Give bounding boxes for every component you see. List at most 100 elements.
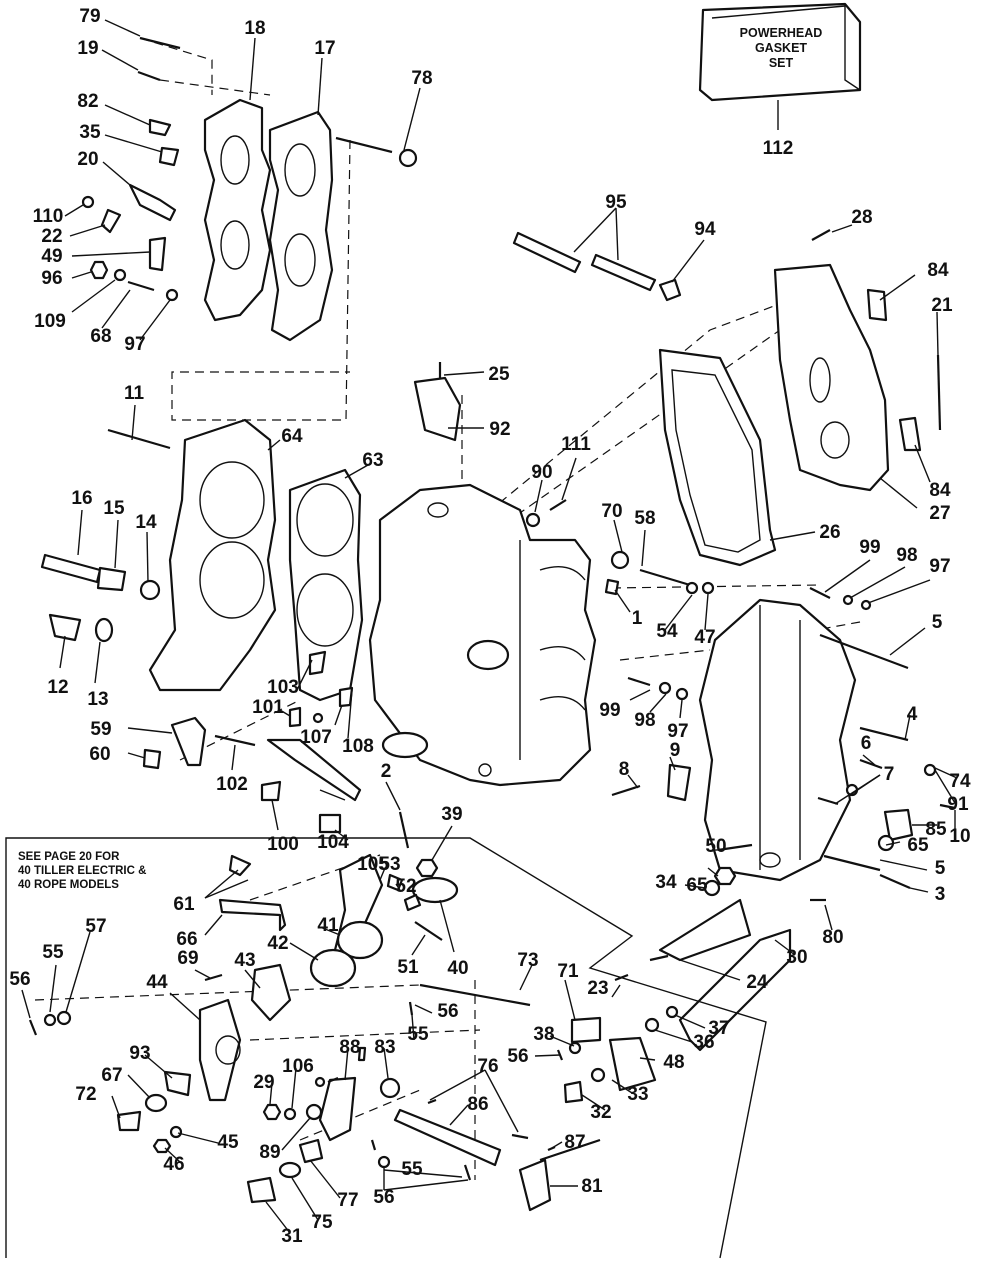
- part-callout-56: 56: [507, 1046, 528, 1067]
- part-callout-32: 32: [590, 1102, 611, 1123]
- part-callout-91: 91: [947, 794, 969, 815]
- part-callout-13: 13: [87, 689, 108, 710]
- part-callout-18: 18: [244, 18, 265, 39]
- part-callout-50: 50: [705, 836, 726, 857]
- part-callout-65: 65: [907, 835, 929, 856]
- part-callout-100: 100: [267, 834, 299, 855]
- part-callout-97: 97: [124, 334, 145, 355]
- part-callout-71: 71: [557, 961, 579, 982]
- part-callout-11: 11: [124, 383, 145, 404]
- part-callout-23: 23: [587, 978, 608, 999]
- gasket-box-line3: SET: [769, 56, 794, 70]
- part-callout-4: 4: [907, 704, 918, 725]
- part-callout-99: 99: [859, 537, 880, 558]
- part-callout-103: 103: [267, 677, 299, 698]
- part-callout-33: 33: [627, 1084, 648, 1105]
- part-callout-77: 77: [337, 1190, 358, 1211]
- part-callout-85: 85: [925, 819, 947, 840]
- gasket-box-number: 112: [763, 138, 794, 159]
- part-callout-76: 76: [477, 1056, 498, 1077]
- part-callout-55: 55: [401, 1159, 423, 1180]
- part-callout-90: 90: [531, 462, 552, 483]
- part-callout-55: 55: [407, 1024, 429, 1045]
- part-callout-82: 82: [77, 91, 98, 112]
- part-callout-44: 44: [146, 972, 168, 993]
- part-callout-87: 87: [564, 1132, 585, 1153]
- part-callout-75: 75: [311, 1212, 333, 1233]
- part-callout-37: 37: [708, 1018, 729, 1039]
- gasket-box-line1: POWERHEAD: [740, 26, 823, 40]
- part-callout-40: 40: [447, 958, 468, 979]
- part-callout-59: 59: [90, 719, 111, 740]
- throttle-linkage: [198, 853, 792, 1212]
- part-callout-84: 84: [929, 480, 951, 501]
- part-callout-65: 65: [686, 875, 708, 896]
- part-callout-89: 89: [259, 1142, 280, 1163]
- part-callout-48: 48: [663, 1052, 684, 1073]
- subassembly-border: [5, 837, 767, 1259]
- part-callout-66: 66: [176, 929, 197, 950]
- part-callout-83: 83: [374, 1037, 395, 1058]
- part-callout-53: 53: [379, 854, 400, 875]
- part-callout-39: 39: [441, 804, 462, 825]
- part-callout-111: 111: [561, 434, 591, 455]
- part-callout-20: 20: [77, 149, 98, 170]
- part-callout-8: 8: [619, 759, 630, 780]
- part-callout-67: 67: [101, 1065, 122, 1086]
- part-callout-30: 30: [786, 947, 807, 968]
- part-callout-95: 95: [605, 192, 627, 213]
- part-callout-56: 56: [9, 969, 30, 990]
- part-callout-55: 55: [42, 942, 64, 963]
- part-callout-107: 107: [300, 727, 332, 748]
- part-callout-26: 26: [819, 522, 840, 543]
- part-callout-74: 74: [949, 771, 971, 792]
- part-callout-58: 58: [634, 508, 655, 529]
- gasket-box-line2: GASKET: [755, 41, 807, 55]
- note-line3: 40 ROPE MODELS: [18, 879, 119, 891]
- part-callout-3: 3: [935, 884, 946, 905]
- part-callout-9: 9: [670, 740, 681, 761]
- part-callout-63: 63: [362, 450, 383, 471]
- part-callout-43: 43: [234, 950, 255, 971]
- part-callout-36: 36: [693, 1032, 714, 1053]
- cylinder-block: [368, 483, 597, 787]
- part-callout-109: 109: [34, 311, 66, 332]
- part-callout-102: 102: [216, 774, 248, 795]
- part-callout-94: 94: [694, 219, 716, 240]
- part-callout-21: 21: [931, 295, 953, 316]
- part-callout-57: 57: [85, 916, 106, 937]
- part-callout-92: 92: [489, 419, 510, 440]
- part-callout-31: 31: [281, 1226, 303, 1247]
- part-callout-93: 93: [129, 1043, 150, 1064]
- part-callout-110: 110: [33, 206, 64, 227]
- callout-leaders: [21, 19, 958, 1234]
- part-callout-47: 47: [694, 627, 715, 648]
- part-callout-5: 5: [932, 612, 943, 633]
- part-callout-42: 42: [267, 933, 288, 954]
- part-callout-54: 54: [656, 621, 678, 642]
- part-callout-99: 99: [599, 700, 620, 721]
- part-callout-7: 7: [884, 764, 895, 785]
- part-callout-64: 64: [281, 426, 303, 447]
- part-callout-98: 98: [896, 545, 917, 566]
- part-callout-104: 104: [317, 832, 349, 853]
- part-callout-12: 12: [47, 677, 68, 698]
- part-callout-2: 2: [381, 761, 392, 782]
- part-callout-106: 106: [282, 1056, 314, 1077]
- part-callout-80: 80: [822, 927, 843, 948]
- part-callout-10: 10: [949, 826, 970, 847]
- part-callout-101: 101: [252, 697, 284, 718]
- part-callout-70: 70: [601, 501, 622, 522]
- part-callout-97: 97: [929, 556, 950, 577]
- part-callout-45: 45: [217, 1132, 239, 1153]
- part-callout-68: 68: [90, 326, 111, 347]
- model-note: SEE PAGE 20 FOR 40 TILLER ELECTRIC & 40 …: [18, 851, 146, 891]
- intake-cover-assembly: [658, 263, 890, 567]
- part-callout-69: 69: [177, 948, 198, 969]
- note-line1: SEE PAGE 20 FOR: [18, 851, 120, 863]
- part-callout-16: 16: [71, 488, 92, 509]
- part-callout-15: 15: [103, 498, 125, 519]
- part-callout-38: 38: [533, 1024, 554, 1045]
